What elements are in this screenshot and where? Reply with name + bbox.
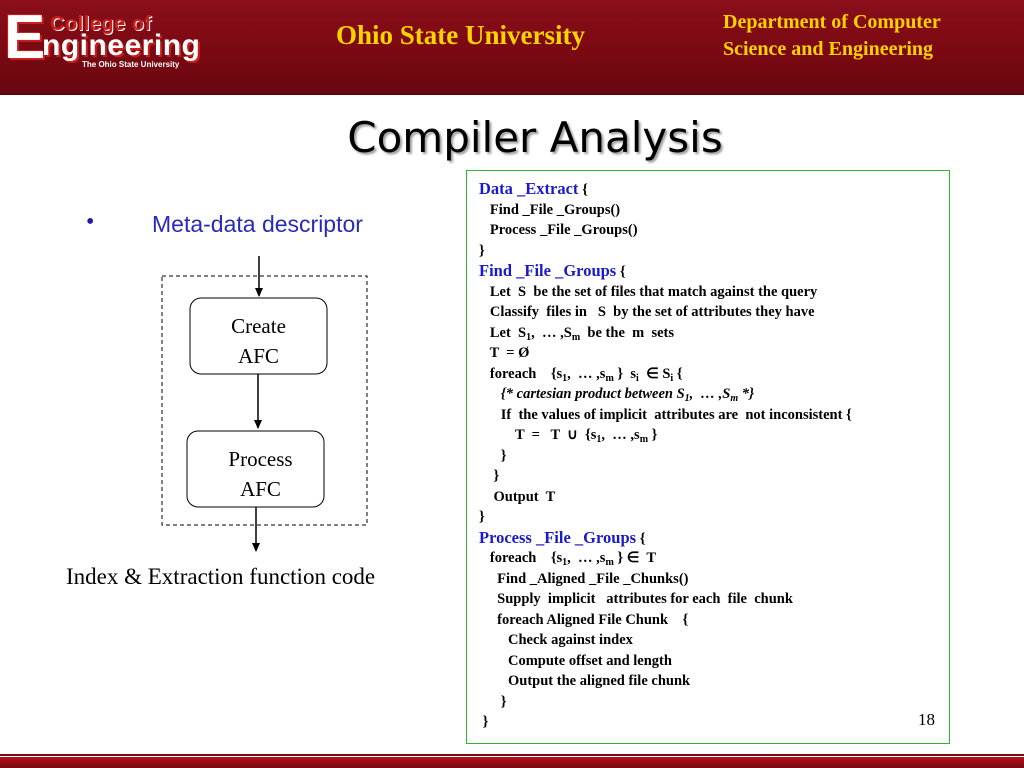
footer-divider bbox=[0, 754, 1024, 756]
slide-title: Compiler Analysis bbox=[347, 113, 723, 162]
code-line: Let S1, … ,Sm be the m sets bbox=[479, 324, 675, 343]
create-afc-line-2: AFC bbox=[238, 344, 279, 368]
pseudo-code: Data _Extract { Find _File _Groups() Pro… bbox=[479, 179, 949, 733]
code-line: foreach Aligned File Chunk { bbox=[479, 611, 689, 628]
header-bar: E College of ngineering The Ohio State U… bbox=[0, 0, 1024, 93]
code-line: Let S be the set of files that match aga… bbox=[479, 283, 818, 300]
code-line: Process _File _Groups() bbox=[479, 222, 638, 238]
code-line: Supply implicit attributes for each file… bbox=[479, 591, 793, 607]
code-line: } bbox=[479, 242, 485, 259]
department-line-1: Department of Computer bbox=[723, 11, 941, 33]
code-line: } bbox=[479, 693, 507, 710]
code-line: T = T ∪ {s1, … ,sm } bbox=[479, 427, 658, 445]
process-afc-line-1: Process bbox=[228, 447, 293, 471]
university-name: Ohio State University bbox=[336, 20, 585, 50]
diagram-caption: Index & Extraction function code bbox=[66, 564, 376, 589]
logo-college-of: College of bbox=[50, 13, 152, 35]
header-divider bbox=[0, 93, 1024, 95]
code-line: Check against index bbox=[479, 632, 633, 648]
code-line: } bbox=[479, 447, 507, 464]
code-panel bbox=[466, 170, 950, 744]
code-line: } bbox=[479, 468, 500, 484]
code-line: Output T bbox=[479, 488, 556, 505]
dashed-boundary bbox=[161, 275, 368, 526]
create-afc-line-1: Create bbox=[231, 314, 286, 338]
logo-osu-text: The Ohio State University bbox=[82, 60, 180, 69]
logo-letter-e: E bbox=[4, 3, 46, 72]
code-line: } bbox=[479, 714, 489, 730]
code-line: {* cartesian product between S1, … ,Sm *… bbox=[479, 386, 755, 404]
department-name: Department of Computer Science and Engin… bbox=[723, 9, 1013, 63]
code-line: Data _Extract { bbox=[479, 179, 588, 198]
code-line: Classify files in S by the set of attrib… bbox=[479, 304, 815, 320]
code-line: T = Ø bbox=[479, 345, 530, 361]
code-line: foreach {s1, … ,sm } ∈ T bbox=[479, 550, 657, 568]
college-of-engineering-logo: E College of ngineering The Ohio State U… bbox=[4, 3, 210, 72]
process-afc-line-2: AFC bbox=[240, 477, 281, 501]
bullet-icon: • bbox=[86, 209, 95, 235]
code-line: Process _File _Groups { bbox=[479, 527, 646, 547]
logo-engineering: ngineering bbox=[42, 29, 201, 62]
bullet-text: Meta-data descriptor bbox=[152, 211, 363, 237]
create-afc-label: Create AFC bbox=[190, 311, 327, 371]
code-line: } bbox=[479, 509, 485, 525]
code-line: Output the aligned file chunk bbox=[479, 673, 691, 689]
code-line: Find _Aligned _File _Chunks() bbox=[479, 570, 689, 587]
process-afc-label: Process AFC bbox=[192, 444, 329, 504]
code-line: Compute offset and length bbox=[479, 652, 672, 669]
footer-bar bbox=[0, 757, 1024, 768]
code-line: foreach {s1, … ,sm } si ∈ Si { bbox=[479, 365, 683, 384]
department-line-2: Science and Engineering bbox=[723, 38, 934, 60]
code-line: If the values of implicit attributes are… bbox=[479, 406, 852, 423]
page-number: 18 bbox=[918, 710, 935, 729]
flow-diagram bbox=[161, 256, 368, 552]
code-line: Find _File _Groups { bbox=[479, 261, 626, 280]
code-line: Find _File _Groups() bbox=[479, 201, 621, 218]
